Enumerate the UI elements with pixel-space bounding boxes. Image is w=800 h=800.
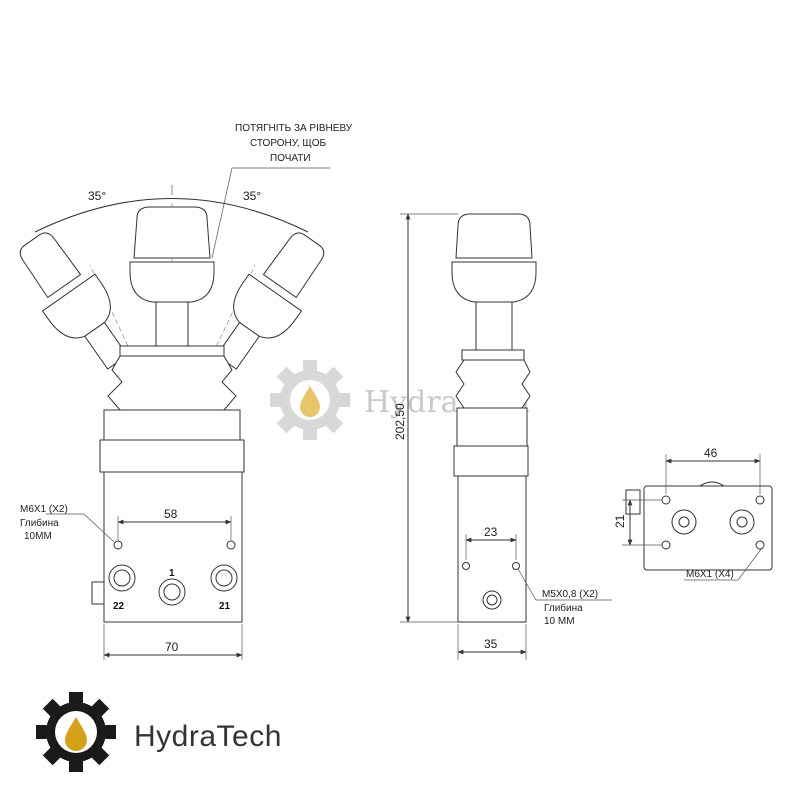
brand-name: HydraTech (134, 720, 282, 753)
front-bellows (103, 355, 241, 441)
angle-right-label: 35° (243, 189, 261, 203)
pull-note-line3: ПОЧАТИ (270, 153, 311, 164)
port-22-label: 22 (113, 601, 125, 612)
brand-logo: HydraTech (36, 692, 282, 772)
port-1-label: 1 (169, 568, 175, 579)
pull-note-line2: СТОРОНУ, ЩОБ (250, 138, 327, 149)
thread-side-line2: Глибина (544, 602, 583, 614)
dim-side-width: 35 (484, 637, 498, 651)
dim-front-hole-spacing: 58 (164, 507, 178, 521)
front-body (103, 471, 243, 623)
thread-bottom-label: M6X1 (X4) (686, 569, 734, 580)
thread-front-line2: Глибина (20, 517, 59, 529)
pull-note-line1: ПОТЯГНІТЬ ЗА РІВНЕВУ (235, 123, 353, 134)
thread-side-line3: 10 MM (544, 616, 575, 627)
front-plug (91, 581, 105, 605)
swing-arc (34, 198, 309, 233)
brand-drop-icon (65, 717, 87, 751)
handle-tilted-left (19, 232, 129, 370)
dim-side-height: 202,50 (393, 403, 407, 440)
front-collar (99, 439, 245, 473)
watermark-gear-icon (270, 360, 350, 440)
dim-side-hole-spacing: 23 (484, 525, 498, 539)
dim-front-width: 70 (165, 640, 179, 654)
front-view: 35° 35° (19, 123, 353, 660)
thread-front-line3: 10MM (24, 531, 52, 542)
brand-gear-icon (36, 692, 116, 772)
handle-vertical (119, 206, 225, 357)
thread-side-line1: M5X0,8 (X2) (542, 589, 598, 600)
dim-bottom-hole-spacing-y: 21 (613, 514, 627, 528)
bottom-view: 46 21 M6X1 (X4) (613, 446, 773, 581)
handle-tilted-right (215, 232, 325, 370)
thread-front-line1: M6X1 (X2) (20, 504, 68, 515)
dim-bottom-hole-spacing-x: 46 (704, 446, 718, 460)
port-21-label: 21 (219, 601, 231, 612)
side-view: 202,50 23 35 M5X0,8 (X2) Глибина 10 MM (393, 213, 612, 660)
angle-left-label: 35° (88, 189, 106, 203)
